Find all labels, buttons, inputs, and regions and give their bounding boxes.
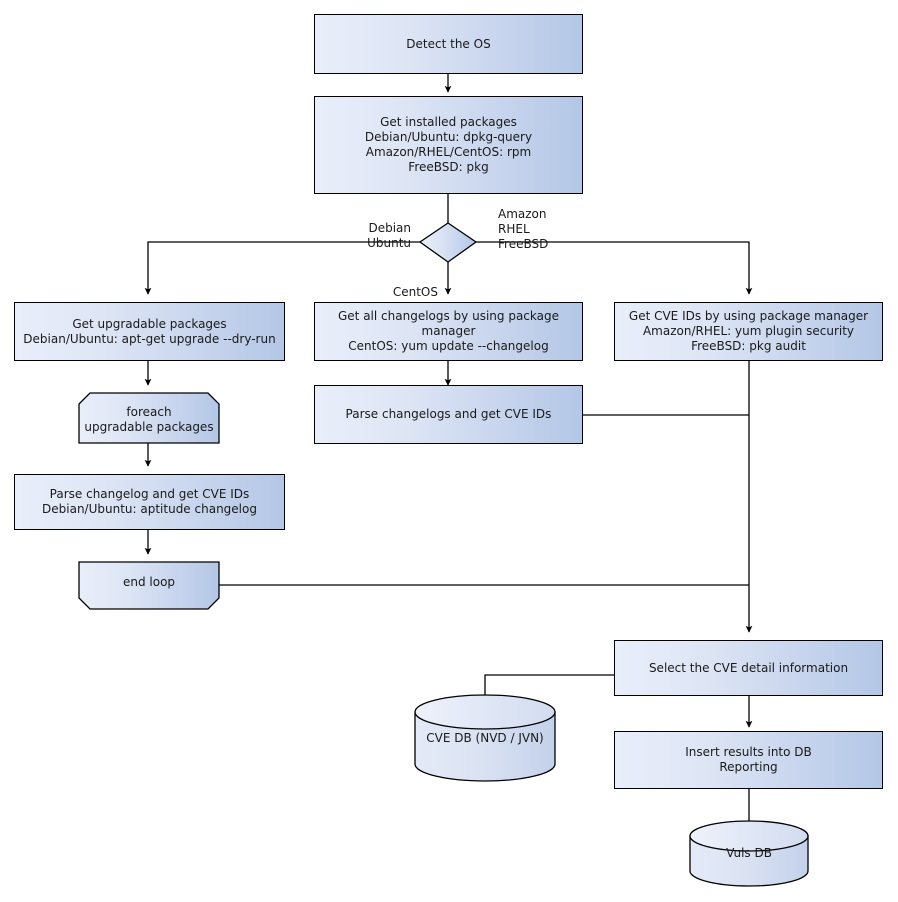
node-label: Get installed packages Debian/Ubuntu: dp… — [364, 115, 533, 174]
node-label: Detect the OS — [406, 36, 491, 51]
node-label: Select the CVE detail information — [648, 660, 849, 675]
node-label: CVE DB (NVD / JVN) — [426, 730, 544, 745]
vuls-db-cylinder — [689, 820, 809, 887]
end-loop-shape — [78, 561, 220, 610]
node-foreach-label: foreach upgradable packages — [79, 396, 219, 443]
node-parse-changelog[interactable]: Parse changelog and get CVE IDs Debian/U… — [14, 474, 285, 530]
node-label: Vuls DB — [726, 846, 772, 860]
edge-label-text: CentOS — [392, 285, 438, 299]
node-label: Get CVE IDs by using package manager Ama… — [628, 309, 869, 353]
node-detect-os[interactable]: Detect the OS — [314, 14, 583, 74]
edge-label-text: Debian Ubuntu — [367, 221, 411, 250]
node-cve-db-label: CVE DB (NVD / JVN) — [415, 712, 555, 764]
cve-db-cylinder — [414, 694, 556, 782]
node-label: foreach upgradable packages — [84, 404, 214, 434]
decision-diamond — [418, 222, 478, 263]
node-label: Insert results into DB Reporting — [685, 745, 812, 774]
edge-cvedb-to-select — [484, 674, 614, 710]
node-parse-changelogs[interactable]: Parse changelogs and get CVE IDs — [314, 385, 583, 444]
node-select-cve-detail[interactable]: Select the CVE detail information — [614, 640, 883, 696]
node-label: Parse changelogs and get CVE IDs — [345, 407, 552, 421]
node-get-all-changelogs[interactable]: Get all changelogs by using package mana… — [314, 302, 583, 361]
node-insert-results[interactable]: Insert results into DB Reporting — [614, 731, 883, 789]
edge-label-centos: CentOS — [330, 270, 438, 300]
foreach-loop-shape — [78, 392, 220, 444]
edge-label-text: Amazon RHEL FreeBSD — [498, 207, 549, 251]
node-get-upgradable-packages[interactable]: Get upgradable packages Debian/Ubuntu: a… — [14, 302, 285, 361]
edge-label-debian-ubuntu: Debian Ubuntu — [294, 206, 411, 251]
node-label: Get upgradable packages Debian/Ubuntu: a… — [23, 316, 276, 346]
node-get-installed-packages[interactable]: Get installed packages Debian/Ubuntu: dp… — [314, 96, 583, 194]
node-label: Parse changelog and get CVE IDs Debian/U… — [42, 487, 257, 516]
node-label: Get all changelogs by using package mana… — [338, 309, 559, 353]
node-end-loop-label: end loop — [79, 562, 219, 602]
node-label: end loop — [122, 574, 176, 589]
edge-label-amazon-rhel-freebsd: Amazon RHEL FreeBSD — [498, 192, 618, 252]
node-get-cve-ids[interactable]: Get CVE IDs by using package manager Ama… — [614, 302, 883, 361]
node-vuls-db-label: Vuls DB — [690, 836, 808, 871]
